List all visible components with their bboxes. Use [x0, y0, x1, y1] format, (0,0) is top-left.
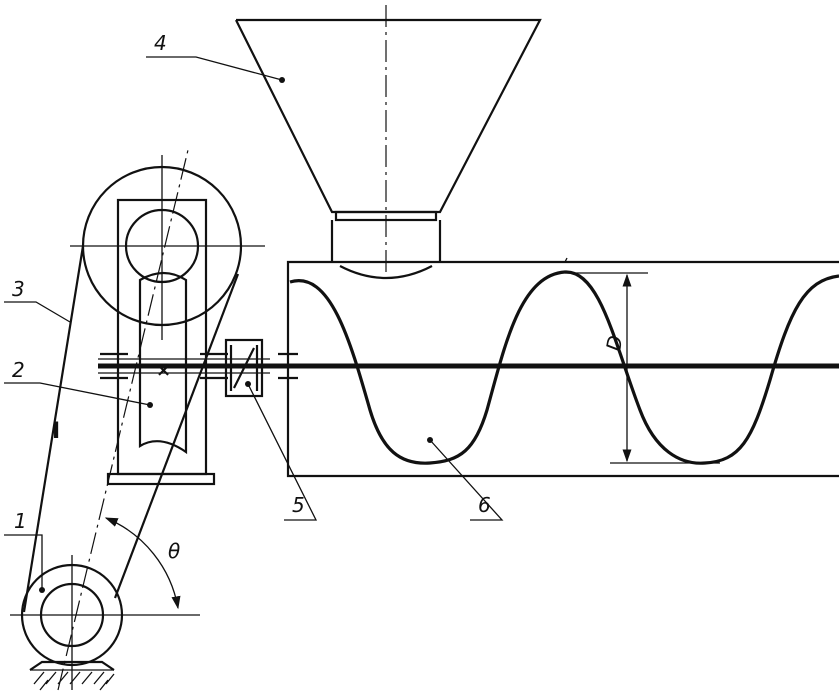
gearbox: [106, 198, 216, 486]
upper-pulley: [70, 155, 265, 340]
label-diameter: D: [601, 334, 627, 353]
gearbox-cross-mark: ×: [156, 360, 171, 381]
dimension-d: [565, 272, 720, 464]
label-5: 5: [292, 493, 305, 517]
angle-theta: [104, 517, 181, 610]
conveyor-trough: [286, 257, 839, 478]
leader-lines: [4, 56, 504, 593]
hopper: [235, 5, 542, 280]
main-shaft: [98, 352, 839, 380]
label-1: 1: [14, 509, 27, 533]
label-roman-one: I: [52, 419, 60, 444]
motor-pulley: [10, 555, 200, 691]
screw-blade: [289, 270, 839, 465]
label-3: 3: [12, 277, 25, 301]
label-theta: θ: [168, 539, 180, 563]
coupling: [224, 338, 264, 398]
label-2: 2: [12, 358, 25, 382]
label-6: 6: [478, 493, 491, 517]
belt-centre-line: [57, 149, 189, 691]
label-4: 4: [154, 31, 167, 55]
